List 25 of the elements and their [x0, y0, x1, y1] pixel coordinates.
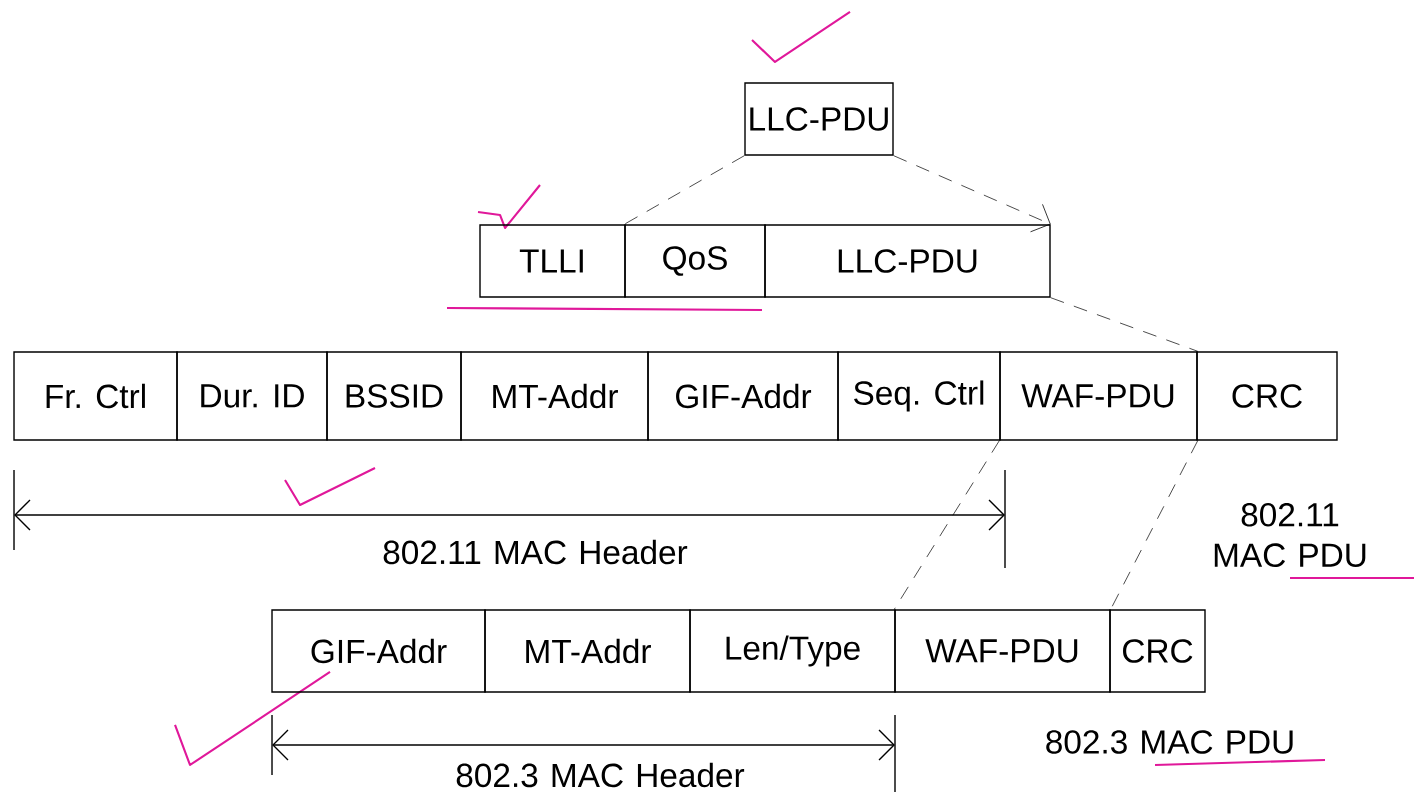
- field-box: LLC-PDU: [764, 224, 1051, 298]
- field-box: QoS: [624, 224, 766, 298]
- field-box: MT-Addr: [484, 609, 691, 693]
- caption-label: 802.11 MAC Header: [383, 539, 688, 565]
- connector: [893, 440, 1000, 610]
- field-box: BSSID: [326, 351, 462, 441]
- field-box: WAF-PDU: [999, 351, 1198, 441]
- field-box: Seq. Ctrl: [837, 351, 1001, 441]
- connector: [893, 155, 1051, 233]
- caption-label: 802.3 MAC PDU: [1046, 730, 1293, 754]
- field-box: CRC: [1109, 609, 1206, 693]
- connector: [1050, 297, 1199, 352]
- field-box: CRC: [1196, 351, 1338, 441]
- field-box: GIF-Addr: [271, 609, 486, 693]
- connector: [1110, 440, 1199, 610]
- pdu-box: LLC-PDU: [744, 82, 894, 156]
- field-box: GIF-Addr: [647, 351, 839, 441]
- field-box: Len/Type: [689, 609, 896, 693]
- caption-label: 802.11 MAC PDU: [1214, 502, 1366, 567]
- field-box: WAF-PDU: [894, 609, 1111, 693]
- field-box: TLLI: [479, 224, 626, 298]
- caption-label: 802.3 MAC Header: [456, 762, 745, 788]
- field-box: Dur. ID: [176, 351, 328, 441]
- field-box: Fr. Ctrl: [13, 351, 178, 441]
- field-box: MT-Addr: [460, 351, 649, 441]
